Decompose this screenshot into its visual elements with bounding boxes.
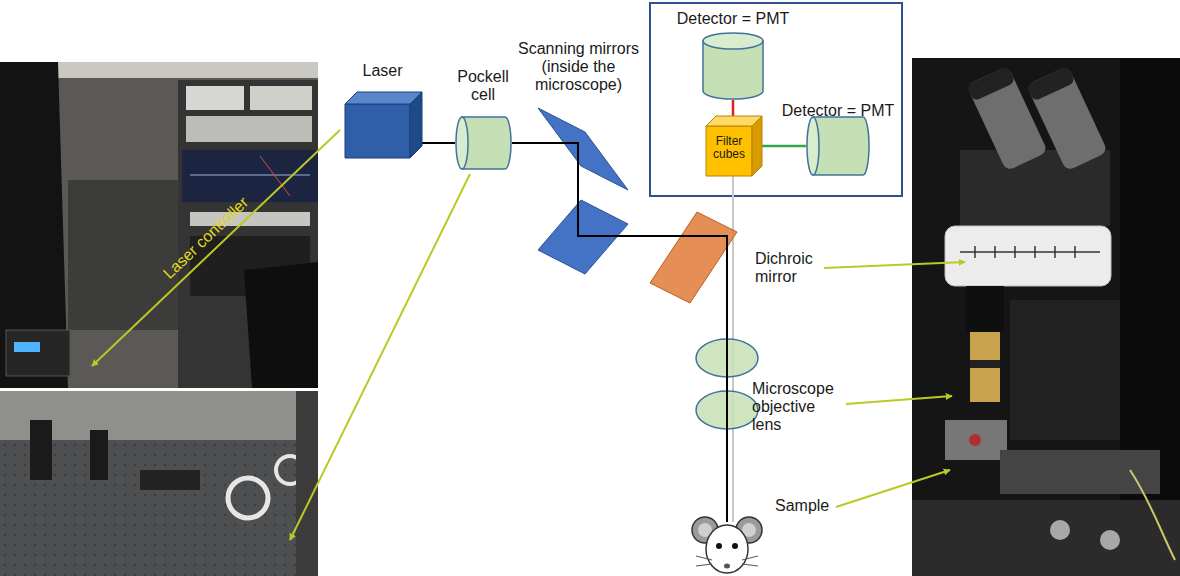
filter-turret (945, 226, 1111, 286)
beam-connector (726, 306, 728, 337)
node-label: Detector = PMT (778, 102, 898, 120)
node-label: Pockell cell (452, 68, 514, 104)
mouse-eye (716, 543, 722, 549)
laser-cube-top (345, 92, 422, 104)
beam (650, 236, 727, 306)
beam-connector (762, 145, 806, 148)
cylinder-body (462, 117, 511, 169)
lens-mount (228, 478, 268, 518)
node-label: Detector = PMT (673, 10, 793, 28)
lab-photo (0, 62, 318, 388)
scan-mirror (538, 108, 628, 190)
mouse-whiskers (696, 556, 758, 566)
manipulator (1000, 450, 1160, 494)
laser-box: Laser (340, 62, 427, 158)
beam-connector (632, 235, 650, 237)
node-label: Dichroic mirror (755, 250, 823, 286)
instrument (186, 116, 312, 142)
dichroic-mirror-outline (650, 210, 740, 306)
photo-ground (0, 391, 318, 576)
photo-ground (0, 62, 318, 388)
eyepiece-tube (1026, 66, 1108, 172)
knob (1100, 530, 1120, 550)
curtain (1120, 58, 1180, 576)
pmt-detector-outline (702, 32, 764, 100)
node-label: Microscope objective lens (752, 380, 840, 434)
scanning-mirrors-outline (530, 104, 632, 276)
microscope-photo (912, 58, 1180, 576)
nosepiece (966, 286, 1004, 332)
objective-lens-outline (695, 337, 759, 431)
beam-connector (512, 142, 530, 144)
photo-ground (912, 58, 1180, 576)
callout-label: Sample (775, 497, 829, 515)
optic-mount (30, 420, 52, 480)
stage-block (1010, 300, 1120, 440)
laser-cube-front (345, 104, 410, 158)
mouse (692, 517, 762, 573)
dichroic-plate (650, 212, 737, 303)
photo-gap (0, 388, 318, 391)
pmt-detector: Detector = PMT (673, 10, 795, 102)
objective-band (970, 360, 1000, 368)
sample-holder (945, 420, 1007, 460)
excitation-path (726, 431, 728, 522)
cable (1130, 470, 1175, 560)
laser-enclosure (68, 180, 178, 330)
leader-line (824, 262, 965, 268)
eyepiece-cup (966, 66, 1015, 102)
enclosure-wall (296, 391, 318, 576)
laser-box-outline (345, 92, 422, 158)
pockels-cell-outline (455, 116, 512, 170)
monitor-trace (260, 156, 290, 196)
leader-line (92, 130, 340, 366)
detection-frame (650, 3, 902, 196)
beam-connector (732, 100, 735, 116)
turret-ticks (960, 246, 1100, 258)
objective-photo (970, 332, 1000, 402)
knob (1050, 520, 1070, 540)
monitor (182, 150, 318, 202)
cylinder-body (813, 117, 869, 175)
leader-line (836, 470, 950, 507)
leader-lines (92, 130, 965, 540)
mouse-nose (724, 564, 730, 569)
dichroic-mirror: Dichroic mirror (645, 208, 825, 308)
filter-cube-side (752, 116, 762, 176)
cylinder-face (807, 117, 819, 175)
beam-connector (732, 176, 734, 210)
laser-controller-box (6, 330, 70, 376)
objective-lens: Microscope objective lens (690, 336, 842, 436)
filter-cube: Filter cubes (706, 116, 762, 176)
node-label: Scanning mirrors (inside the microscope) (516, 40, 641, 94)
air-table (912, 500, 1180, 576)
scanning-mirrors: Scanning mirrors (inside the microscope) (516, 40, 643, 276)
instrument (250, 86, 312, 110)
instrument (186, 86, 244, 110)
pmt-detector-outline (806, 116, 870, 176)
controller-display (14, 342, 40, 352)
beam-connector (422, 142, 455, 144)
optic-mount (90, 430, 108, 480)
node-label: Laser (340, 62, 425, 80)
pmt-detector: Detector = PMT (778, 102, 900, 178)
cylinder-face (703, 33, 763, 49)
pockels-cell: Pockell cell (448, 68, 518, 172)
optic-mount (140, 470, 200, 490)
leader-line (290, 174, 470, 540)
eyepiece (1026, 66, 1108, 172)
sample-spot (969, 434, 981, 446)
optical-table-photo (0, 388, 318, 576)
node-label: Filter cubes (706, 135, 752, 162)
mouse-eye (732, 543, 738, 549)
eyepiece-cup (1026, 66, 1075, 102)
mouse-head (706, 525, 748, 573)
chair (244, 262, 318, 388)
filter-cube-front (706, 126, 752, 176)
laser-cube-side (410, 92, 422, 158)
cylinder-face (456, 117, 468, 169)
leader-line (846, 396, 952, 404)
beam (530, 143, 632, 236)
beam (726, 337, 728, 431)
